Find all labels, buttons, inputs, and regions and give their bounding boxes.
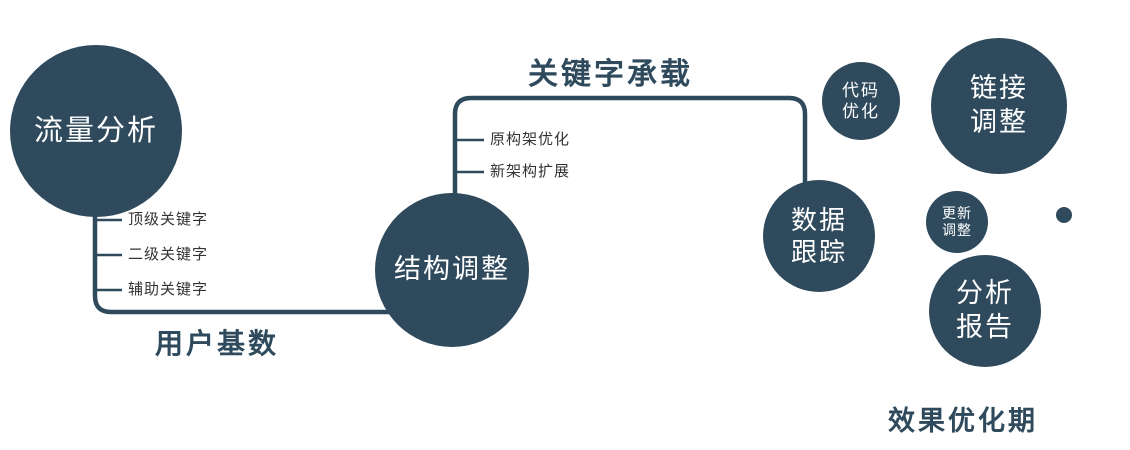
node-data-tracking-label: 数据 跟踪 — [790, 204, 847, 268]
caption-effect-optimization: 效果优化期 — [888, 406, 1038, 436]
node-update-adjustment-label: 更新 调整 — [942, 204, 972, 239]
node-link-adjustment-label: 链接 调整 — [970, 73, 1028, 137]
tick-label-second-keyword: 二级关键字 — [128, 246, 209, 263]
tick-label-arch-optimization: 原构架优化 — [490, 131, 571, 148]
connector-top-path — [452, 95, 808, 200]
tick-label-arch-expansion: 新架构扩展 — [490, 163, 571, 180]
node-traffic-analysis-label: 流量分析 — [33, 114, 158, 147]
node-analysis-report: 分析 报告 — [929, 255, 1041, 367]
tick-label-top-keyword: 顶级关键字 — [128, 211, 209, 228]
node-code-optimization-label: 代码 优化 — [842, 80, 880, 121]
connector-left-path — [92, 190, 400, 315]
node-code-optimization: 代码 优化 — [822, 62, 900, 140]
edge-label-keyword-carrying: 关键字承载 — [528, 58, 693, 91]
node-structure-adjustment-label: 结构调整 — [394, 254, 510, 285]
tick-label-aux-keyword: 辅助关键字 — [128, 281, 209, 298]
node-structure-adjustment: 结构调整 — [375, 193, 529, 347]
node-update-adjustment: 更新 调整 — [926, 191, 988, 253]
edge-label-user-base: 用户基数 — [155, 328, 280, 359]
node-data-tracking: 数据 跟踪 — [763, 180, 875, 292]
node-link-adjustment: 链接 调整 — [931, 38, 1067, 174]
node-traffic-analysis: 流量分析 — [10, 45, 182, 217]
node-analysis-report-label: 分析 报告 — [956, 278, 1014, 342]
dot-node — [1056, 207, 1072, 223]
